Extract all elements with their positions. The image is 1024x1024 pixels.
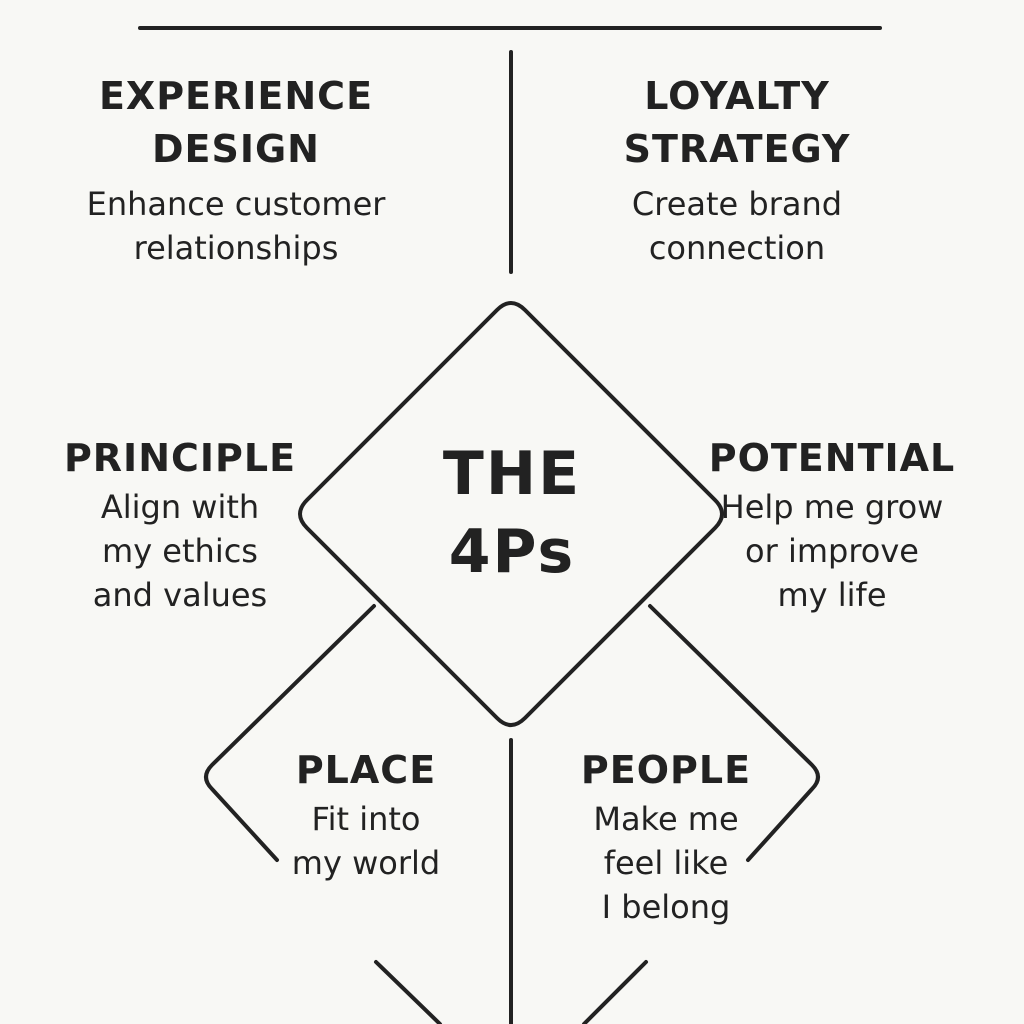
center-diamond [298, 301, 724, 727]
place-title: PLACE [295, 748, 437, 792]
potential-title: POTENTIAL [708, 436, 956, 480]
place-block: PLACE Fit into my world [292, 744, 440, 885]
place-diamond-outline [204, 604, 376, 862]
people-title: PEOPLE [580, 748, 752, 792]
loyalty-strategy-block: LOYALTY STRATEGY Create brand connection [624, 70, 851, 270]
loyalty-strategy-title-line1: LOYALTY [644, 74, 830, 118]
people-diamond-outline [648, 604, 820, 862]
principle-block: PRINCIPLE Align with my ethics and value… [64, 432, 296, 617]
people-block: PEOPLE Make me feel like I belong [581, 744, 751, 929]
bottom-left-stroke [374, 960, 442, 1024]
the-4ps-title: THE 4Ps [442, 439, 582, 587]
experience-design-block: EXPERIENCE DESIGN Enhance customer relat… [87, 70, 386, 270]
people-description: Make me feel like I belong [593, 800, 739, 926]
loyalty-strategy-title-line2: STRATEGY [623, 127, 851, 171]
potential-block: POTENTIAL Help me grow or improve my lif… [709, 432, 956, 617]
experience-design-title-line2: DESIGN [151, 127, 320, 171]
principle-title: PRINCIPLE [63, 436, 297, 480]
principle-description: Align with my ethics and values [92, 488, 268, 614]
bottom-right-stroke [582, 960, 648, 1024]
experience-design-description: Enhance customer relationships [86, 185, 386, 267]
place-description: Fit into my world [291, 800, 441, 882]
loyalty-strategy-description: Create brand connection [631, 185, 843, 267]
experience-design-title-line1: EXPERIENCE [98, 74, 374, 118]
potential-description: Help me grow or improve my life [720, 488, 944, 614]
